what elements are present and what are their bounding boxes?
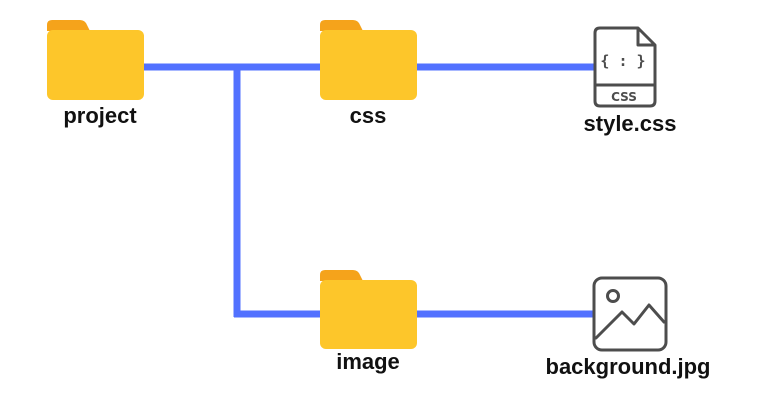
css-file-icon[interactable]: { : } CSS [593, 26, 657, 108]
image-file-icon[interactable] [592, 276, 668, 352]
css-file-symbol: { : } [600, 52, 645, 70]
image-folder-icon[interactable] [320, 270, 417, 349]
background-jpg-label: background.jpg [545, 354, 711, 379]
connectors [142, 63, 597, 318]
style-css-label: style.css [583, 111, 677, 136]
css-file-badge: CSS [611, 90, 637, 104]
image-folder-label: image [336, 349, 400, 374]
css-folder-label: css [349, 103, 387, 128]
css-folder-icon[interactable] [320, 20, 417, 100]
project-folder-label: project [63, 103, 137, 128]
project-folder-icon[interactable] [47, 20, 144, 100]
